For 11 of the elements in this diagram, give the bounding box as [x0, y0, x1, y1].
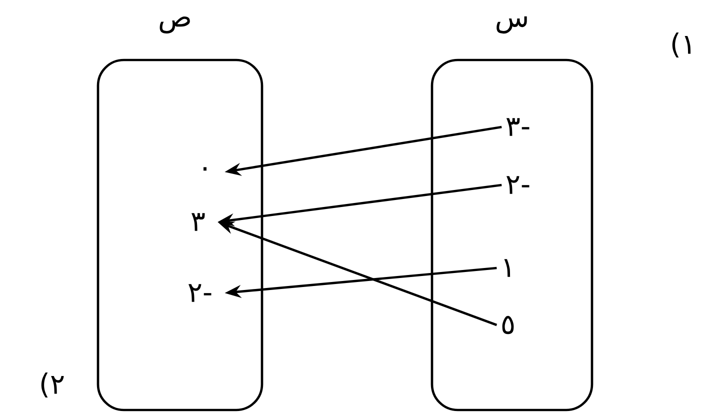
item-number: (١	[672, 32, 691, 58]
item-number: (٢	[41, 372, 64, 398]
set-element: ٥	[502, 316, 514, 334]
set-element: ٣	[192, 213, 205, 231]
set-element: ٢-	[506, 176, 530, 194]
set-element: ٣-	[506, 118, 530, 136]
set-element: ١	[504, 259, 510, 277]
set-heading: ص	[160, 16, 190, 34]
set-heading: س	[496, 16, 527, 34]
set-element: ٢-	[188, 284, 212, 302]
set-element: ٠	[204, 167, 207, 171]
